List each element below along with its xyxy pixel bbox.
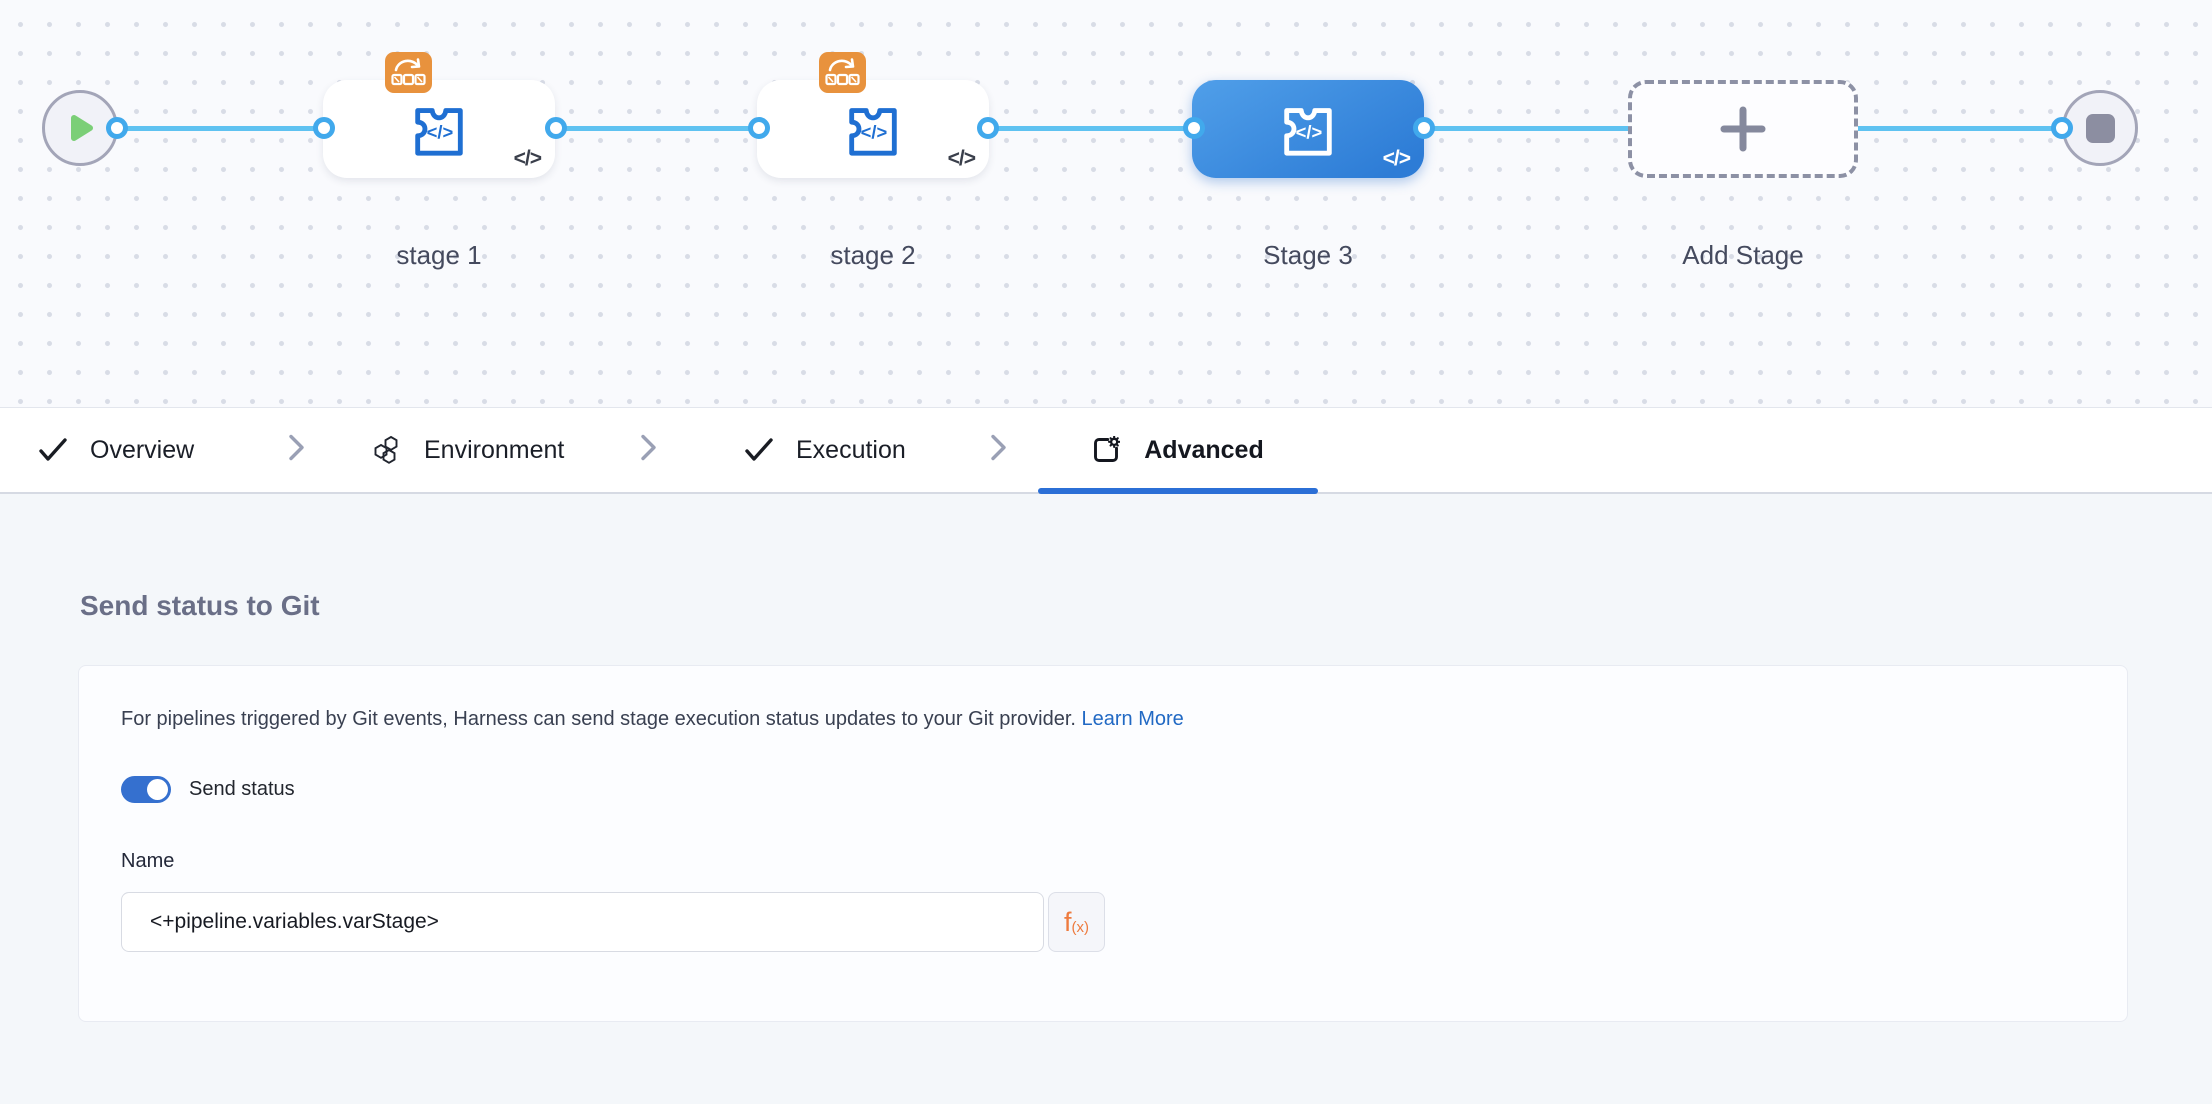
check-icon: [745, 438, 773, 461]
toggle-label: Send status: [189, 778, 295, 800]
stage-label: Stage 3: [1263, 240, 1353, 270]
pipeline-canvas[interactable]: </> </> </> </> </> </>: [0, 0, 2212, 408]
stage-label: stage 2: [830, 240, 916, 270]
tab-overview[interactable]: Overview: [38, 408, 194, 492]
edge-stage2-stage3: [988, 126, 1194, 131]
pipeline-start-node[interactable]: [42, 90, 118, 166]
stop-icon: [2085, 113, 2115, 143]
edge-stage3-addstage: [1424, 126, 1632, 131]
pipeline-end-node[interactable]: [2062, 90, 2138, 166]
port-end-in[interactable]: [2051, 117, 2073, 139]
svg-text:</>: </>: [1296, 122, 1323, 143]
plus-icon: [1720, 106, 1766, 152]
custom-stage-icon: </>: [415, 108, 463, 156]
port-stage1-in[interactable]: [313, 117, 335, 139]
custom-stage-icon: </>: [849, 108, 897, 156]
yaml-view-icon[interactable]: </>: [1382, 147, 1411, 170]
chevron-right-icon: [288, 434, 305, 467]
port-stage3-out[interactable]: [1413, 117, 1435, 139]
stage-label: Add Stage: [1682, 240, 1804, 270]
rolling-template-badge-icon: [819, 52, 866, 93]
expression-fx-button[interactable]: f(x): [1048, 892, 1105, 952]
edge-start-stage1: [117, 126, 324, 131]
tab-execution[interactable]: Execution: [744, 408, 906, 492]
stage-config-tabbar: Overview Environment Execution: [0, 408, 2212, 494]
tab-advanced[interactable]: Advanced: [1038, 408, 1318, 494]
send-status-description: For pipelines triggered by Git events, H…: [121, 708, 1184, 730]
name-input[interactable]: [121, 892, 1044, 952]
learn-more-link[interactable]: Learn More: [1081, 708, 1184, 730]
stage-label: stage 1: [396, 240, 482, 270]
tab-environment[interactable]: Environment: [372, 408, 564, 492]
send-status-heading: Send status to Git: [80, 590, 320, 621]
svg-text:</>: </>: [427, 122, 454, 143]
stage-node-stage2[interactable]: </> </>: [757, 52, 989, 178]
port-start-out[interactable]: [106, 117, 128, 139]
play-icon: [71, 115, 93, 141]
port-stage1-out[interactable]: [545, 117, 567, 139]
send-status-toggle[interactable]: [121, 776, 171, 803]
send-status-card: For pipelines triggered by Git events, H…: [78, 665, 2128, 1022]
port-stage2-in[interactable]: [748, 117, 770, 139]
name-field-label: Name: [121, 850, 175, 872]
stage-node-stage3-selected[interactable]: </> </>: [1192, 80, 1424, 178]
yaml-view-icon[interactable]: </>: [947, 147, 976, 170]
chevron-right-icon: [640, 434, 657, 467]
edge-stage1-stage2: [556, 126, 759, 131]
settings-doc-icon: [1094, 436, 1121, 462]
port-stage3-in[interactable]: [1183, 117, 1205, 139]
svg-text:</>: </>: [861, 122, 888, 143]
check-icon: [39, 438, 67, 461]
port-stage2-out[interactable]: [977, 117, 999, 139]
chevron-right-icon: [990, 434, 1007, 467]
advanced-panel: Send status to Git For pipelines trigger…: [0, 496, 2212, 1104]
rolling-template-badge-icon: [385, 52, 432, 93]
yaml-view-icon[interactable]: </>: [513, 147, 542, 170]
edge-addstage-end: [1856, 126, 2062, 131]
add-stage-button[interactable]: [1628, 80, 1858, 178]
toggle-knob: [147, 779, 168, 800]
hexagons-icon: [374, 435, 398, 464]
stage-node-stage1[interactable]: </> </>: [323, 52, 555, 178]
custom-stage-icon: </>: [1284, 108, 1332, 156]
